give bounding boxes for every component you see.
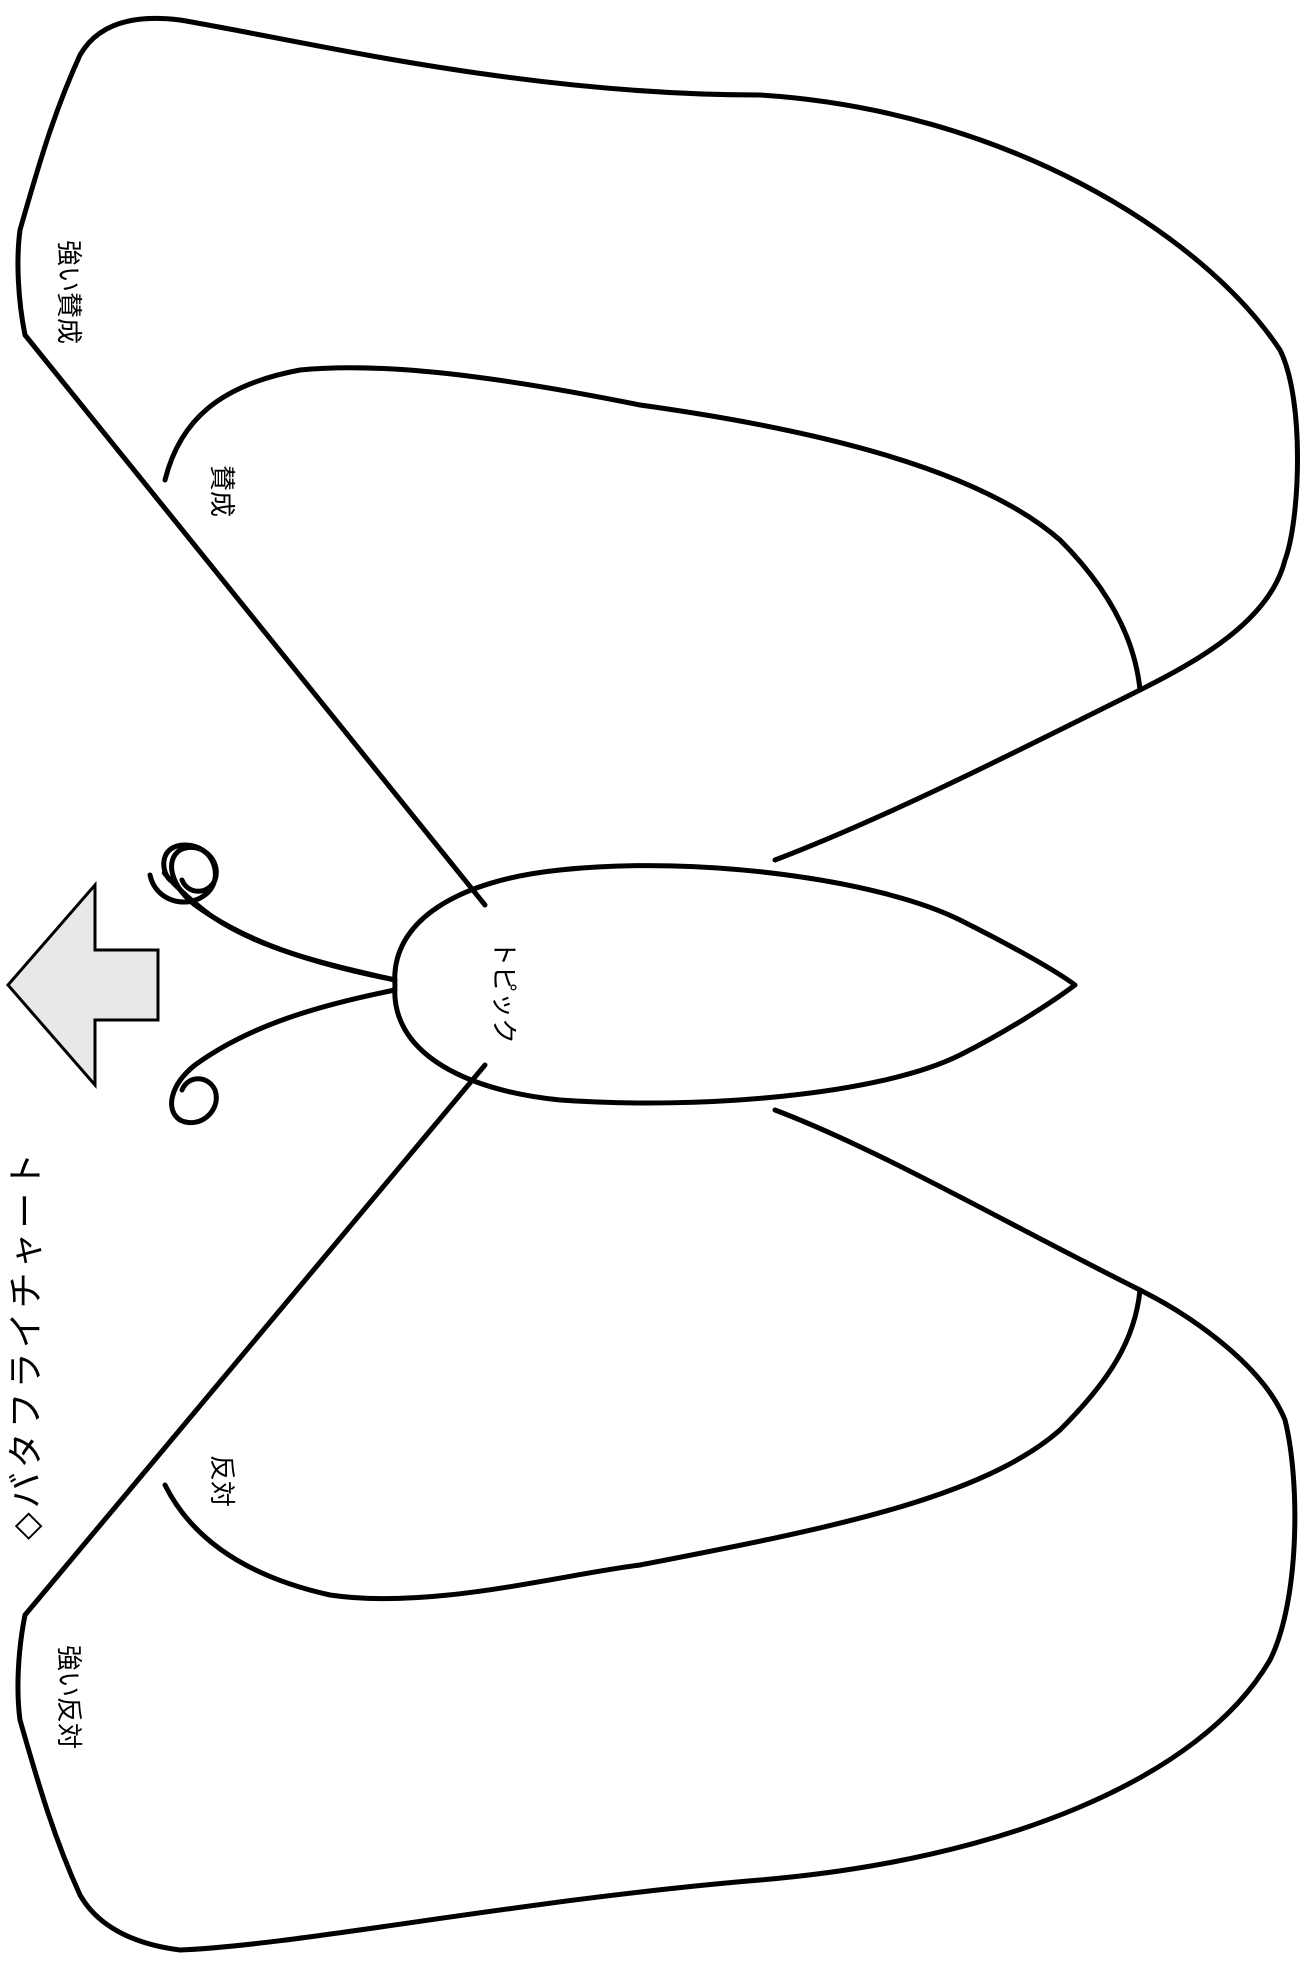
label-strong-disagree: 強い反対	[53, 1645, 83, 1749]
antenna-upper-curl	[172, 847, 395, 980]
antenna-upper	[150, 845, 395, 980]
upper-inner-wing	[165, 368, 1140, 690]
upper-outer-wing	[18, 18, 1298, 905]
label-agree: 賛成	[206, 465, 236, 517]
lower-inner-wing	[165, 1290, 1140, 1599]
label-topic: トピック	[488, 940, 518, 1044]
label-strong-agree: 強い賛成	[53, 240, 83, 344]
direction-arrow-icon	[8, 885, 158, 1085]
chart-title: ◇バタフライチャート	[6, 1149, 47, 1540]
lower-outer-wing	[18, 1065, 1295, 1950]
antenna-lower-curl	[172, 990, 395, 1123]
label-disagree: 反対	[206, 1455, 236, 1507]
